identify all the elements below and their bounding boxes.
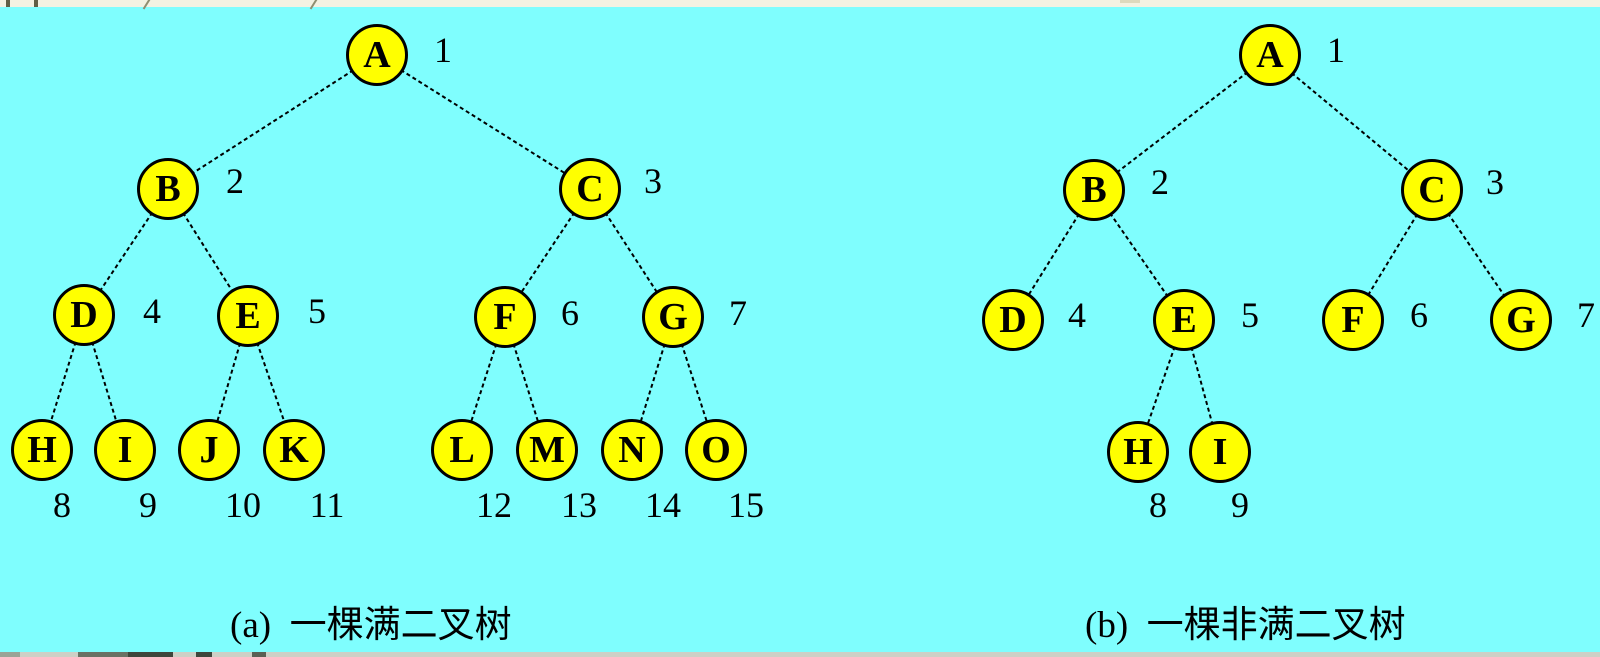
tree-b-node-H: H xyxy=(1107,421,1169,483)
tree-b-node-E: E xyxy=(1153,289,1215,351)
tree-a-number-8: 8 xyxy=(53,485,71,525)
tree-a-node-H: H xyxy=(11,419,73,481)
tree-a-number-14: 14 xyxy=(645,485,681,525)
artifact-mark xyxy=(128,652,173,657)
tree-a-number-15: 15 xyxy=(728,485,764,525)
tree-a-number-3: 3 xyxy=(644,161,662,201)
tree-a-node-K: K xyxy=(263,419,325,481)
artifact-mark xyxy=(0,652,20,657)
tree-b-edge-B-E xyxy=(1093,189,1185,321)
artifact-mark xyxy=(252,652,266,657)
tree-a-node-O: O xyxy=(685,419,747,481)
tree-a-node-J: J xyxy=(178,419,240,481)
tree-a-node-L: L xyxy=(431,419,493,481)
tree-b-number-4: 4 xyxy=(1068,295,1086,335)
artifact-mark xyxy=(196,652,212,657)
tree-b-number-6: 6 xyxy=(1410,295,1428,335)
tree-b-node-F: F xyxy=(1322,289,1384,351)
tree-b-node-C: C xyxy=(1401,159,1463,221)
tree-b-number-8: 8 xyxy=(1149,485,1167,525)
tree-a-node-D: D xyxy=(53,284,115,346)
artifact-mark xyxy=(34,0,38,7)
artifact-mark xyxy=(1120,0,1140,3)
tree-a-node-F: F xyxy=(474,286,536,348)
tree-a-node-M: M xyxy=(516,419,578,481)
tree-a-node-C: C xyxy=(559,158,621,220)
caption-full-binary-tree: (a) 一棵满二叉树 xyxy=(230,605,512,646)
artifact-mark xyxy=(78,652,128,657)
tree-a-node-G: G xyxy=(642,286,704,348)
tree-a-node-N: N xyxy=(601,419,663,481)
tree-b-node-B: B xyxy=(1063,159,1125,221)
tree-a-number-9: 9 xyxy=(139,485,157,525)
tree-b-edge-A-C xyxy=(1269,54,1433,191)
caption-non-full-binary-tree: (b) 一棵非满二叉树 xyxy=(1085,605,1406,646)
tree-b-node-G: G xyxy=(1490,289,1552,351)
tree-a-number-2: 2 xyxy=(226,161,244,201)
tree-b-edge-C-G xyxy=(1431,189,1522,321)
tree-a-edge-A-C xyxy=(376,54,591,190)
top-edge-artifact xyxy=(0,0,1600,10)
tree-b-number-5: 5 xyxy=(1241,295,1259,335)
tree-b-node-D: D xyxy=(982,289,1044,351)
tree-b-number-2: 2 xyxy=(1151,162,1169,202)
tree-b-node-A: A xyxy=(1239,24,1301,86)
tree-a-number-11: 11 xyxy=(309,485,345,525)
tree-a-number-10: 10 xyxy=(225,485,261,525)
tree-a-number-5: 5 xyxy=(308,291,326,331)
tree-a-node-B: B xyxy=(137,158,199,220)
tree-b-number-9: 9 xyxy=(1231,485,1249,525)
tree-a-number-12: 12 xyxy=(476,485,512,525)
tree-a-number-13: 13 xyxy=(561,485,597,525)
tree-a-edge-A-B xyxy=(167,54,378,190)
tree-b-edge-A-B xyxy=(1093,54,1271,191)
tree-a-number-4: 4 xyxy=(143,291,161,331)
bottom-edge-artifact xyxy=(0,652,1600,657)
tree-a-node-I: I xyxy=(94,419,156,481)
tree-a-node-E: E xyxy=(217,285,279,347)
tree-a-number-6: 6 xyxy=(561,293,579,333)
tree-b-number-7: 7 xyxy=(1577,295,1595,335)
tree-b-node-I: I xyxy=(1189,421,1251,483)
tree-b-number-3: 3 xyxy=(1486,162,1504,202)
tree-a-node-A: A xyxy=(346,24,408,86)
artifact-mark xyxy=(6,0,10,7)
tree-a-number-1: 1 xyxy=(434,30,452,70)
tree-a-number-7: 7 xyxy=(729,293,747,333)
tree-b-number-1: 1 xyxy=(1327,30,1345,70)
